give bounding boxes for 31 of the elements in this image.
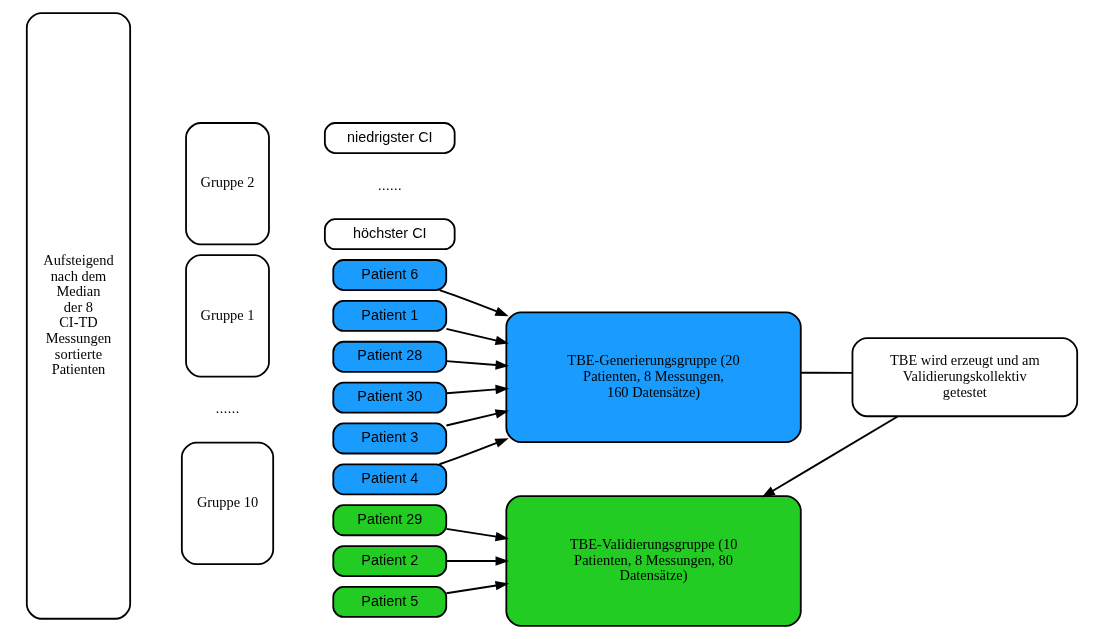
node-box: Patient 3: [332, 422, 448, 455]
arrow: [445, 556, 509, 566]
arrow: [445, 527, 509, 542]
label: ......: [215, 400, 240, 417]
arrow: [445, 360, 509, 370]
arrow: [438, 438, 509, 466]
node-box: Patient 30: [332, 381, 448, 414]
arrow: [445, 327, 509, 346]
node-box: TBE-Generierungsgruppe (20 Patienten, 8 Messungen, 160 Datensätze): [505, 311, 802, 443]
node-box: TBE-Validierungsgruppe (10 Patienten, 8 Messungen, 80 Datensätze): [505, 495, 802, 627]
arrow: [438, 289, 509, 317]
node-box: Patient 6: [332, 259, 448, 291]
arrow: [445, 409, 509, 427]
node-box: Patient 29: [332, 504, 448, 537]
connector: [800, 371, 853, 374]
node-box: Patient 1: [332, 299, 448, 332]
arrow: [445, 580, 509, 595]
label: ......: [377, 176, 402, 193]
node-box: Patient 2: [332, 545, 448, 577]
node-box: Gruppe 2: [185, 122, 270, 246]
node-box: niedrigster CI: [323, 122, 456, 154]
node-box: höchster CI: [323, 218, 456, 251]
node-box: Gruppe 1: [185, 254, 270, 378]
node-box: Patient 4: [332, 463, 448, 496]
node-box: Gruppe 10: [180, 441, 275, 565]
arrow: [445, 384, 509, 395]
node-box: Patient 28: [332, 340, 448, 373]
node-box: TBE wird erzeugt und am Validierungskollektiv getestet: [851, 337, 1079, 418]
node-box: Patient 5: [332, 586, 448, 618]
arrow: [761, 415, 899, 498]
node-box: Aufsteigend nach dem Median der 8 CI-TD Messungen sortierte Patienten: [25, 12, 132, 620]
